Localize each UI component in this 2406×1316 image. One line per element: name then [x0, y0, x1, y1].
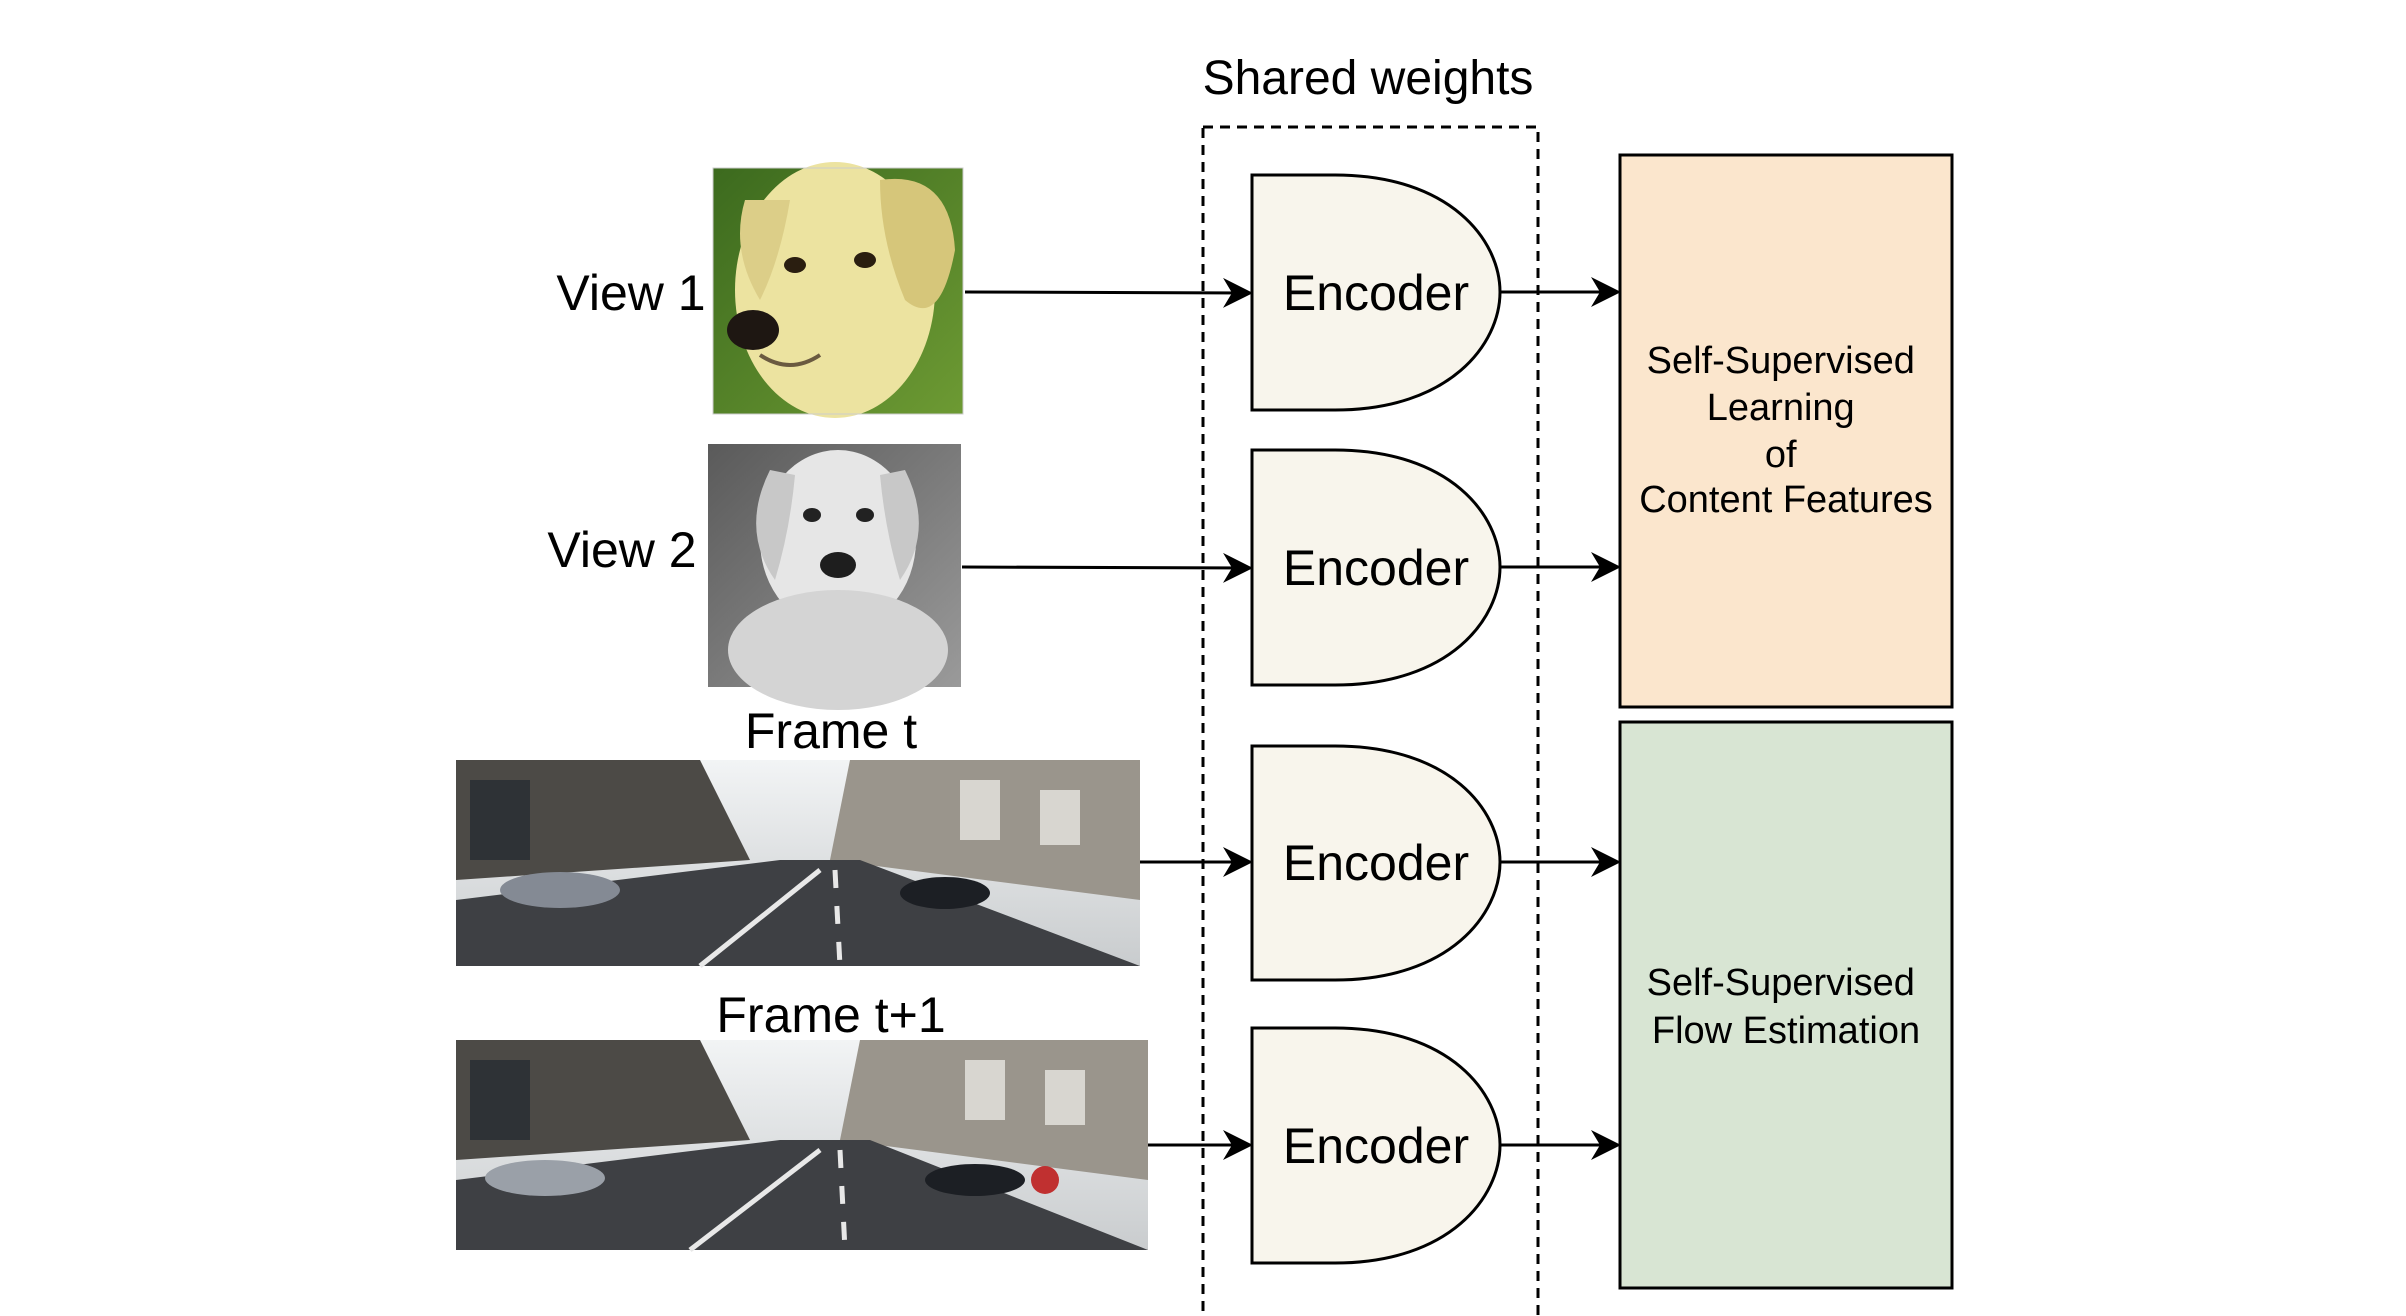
frame-t1-image: [456, 1040, 1148, 1252]
svg-text:Self-Supervised Flow Est: Self-Supervised Flow Estimation: [1647, 962, 1926, 1052]
input-label-view-2: View 2: [547, 522, 696, 578]
encoder-label: Encoder: [1283, 540, 1469, 596]
view-2-image: [708, 444, 961, 710]
encoder-4: Encoder: [1250, 1026, 1502, 1265]
encoder-1: Encoder: [1250, 173, 1502, 412]
encoder-2: Encoder: [1250, 448, 1502, 687]
task-text-line: Learning: [1707, 387, 1855, 429]
flow-estimation-task-box: Self-Supervised Flow Estimation: [1618, 720, 1954, 1290]
encoder-label: Encoder: [1283, 265, 1469, 321]
task-text-line: Self-Supervised: [1647, 962, 1915, 1004]
svg-text:Self-Supervised Learning: Self-Supervised Learning of Content Feat…: [1639, 340, 1933, 521]
encoder-label: Encoder: [1283, 1118, 1469, 1174]
encoder-3: Encoder: [1250, 744, 1502, 982]
content-features-task-box: Self-Supervised Learning of Content Feat…: [1618, 153, 1954, 709]
shared-weights-title: Shared weights: [1203, 52, 1534, 105]
task-text-line: Self-Supervised: [1647, 340, 1915, 382]
task-text-line: of: [1765, 434, 1797, 476]
task-text-line: Flow Estimation: [1652, 1010, 1920, 1052]
task-text-line: Content Features: [1639, 479, 1933, 521]
shared-weights-box: [1201, 125, 1540, 1316]
input-label-frame-t: Frame t: [745, 703, 917, 759]
encoder-label: Encoder: [1283, 835, 1469, 891]
frame-t-image: [456, 760, 1140, 968]
view-1-image: [712, 162, 964, 418]
input-label-frame-t1: Frame t+1: [716, 987, 945, 1043]
arrow-view-2-to-encoder: [961, 552, 1253, 583]
arrow-view-1-to-encoder: [964, 277, 1253, 308]
input-label-view-1: View 1: [556, 265, 705, 321]
